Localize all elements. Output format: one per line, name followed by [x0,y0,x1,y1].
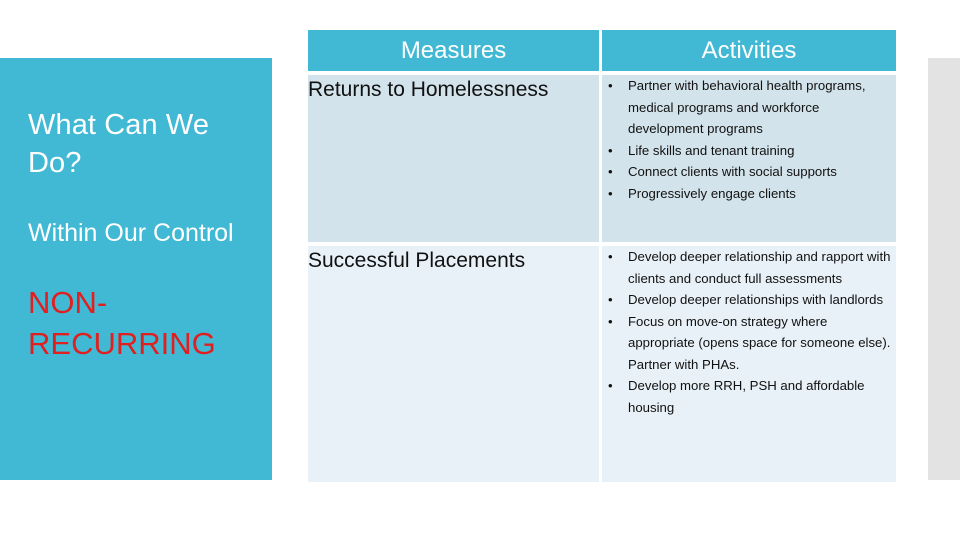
list-item: Develop more RRH, PSH and affordable hou… [602,375,896,418]
table-row: Returns to Homelessness Partner with beh… [308,75,896,242]
table-header-row: Measures Activities [308,30,896,71]
activity-list-cell: Partner with behavioral health programs,… [602,75,896,242]
list-item: Progressively engage clients [602,183,896,205]
left-title-panel: What Can We Do? Within Our Control NON-R… [0,58,272,480]
list-item: Connect clients with social supports [602,161,896,183]
list-item: Develop deeper relationships with landlo… [602,289,896,311]
panel-subtitle: Within Our Control [28,219,234,247]
list-item: Partner with behavioral health programs,… [602,75,896,140]
activity-list-cell: Develop deeper relationship and rapport … [602,246,896,482]
measures-activities-table: Measures Activities Returns to Homelessn… [305,26,899,486]
page-title: What Can We Do? [28,109,210,179]
table-row: Successful Placements Develop deeper rel… [308,246,896,482]
measure-name: Successful Placements [308,246,599,482]
measure-name: Returns to Homelessness [308,75,599,242]
column-header-measures: Measures [308,30,599,71]
list-item: Life skills and tenant training [602,140,896,162]
list-item: Focus on move-on strategy where appropri… [602,311,896,376]
activity-bullet-list: Develop deeper relationship and rapport … [602,246,896,418]
list-item: Develop deeper relationship and rapport … [602,246,896,289]
panel-emphasis-label: NON-RECURRING [28,285,216,361]
column-header-activities: Activities [602,30,896,71]
activity-bullet-list: Partner with behavioral health programs,… [602,75,896,204]
right-decorative-panel [928,58,960,480]
